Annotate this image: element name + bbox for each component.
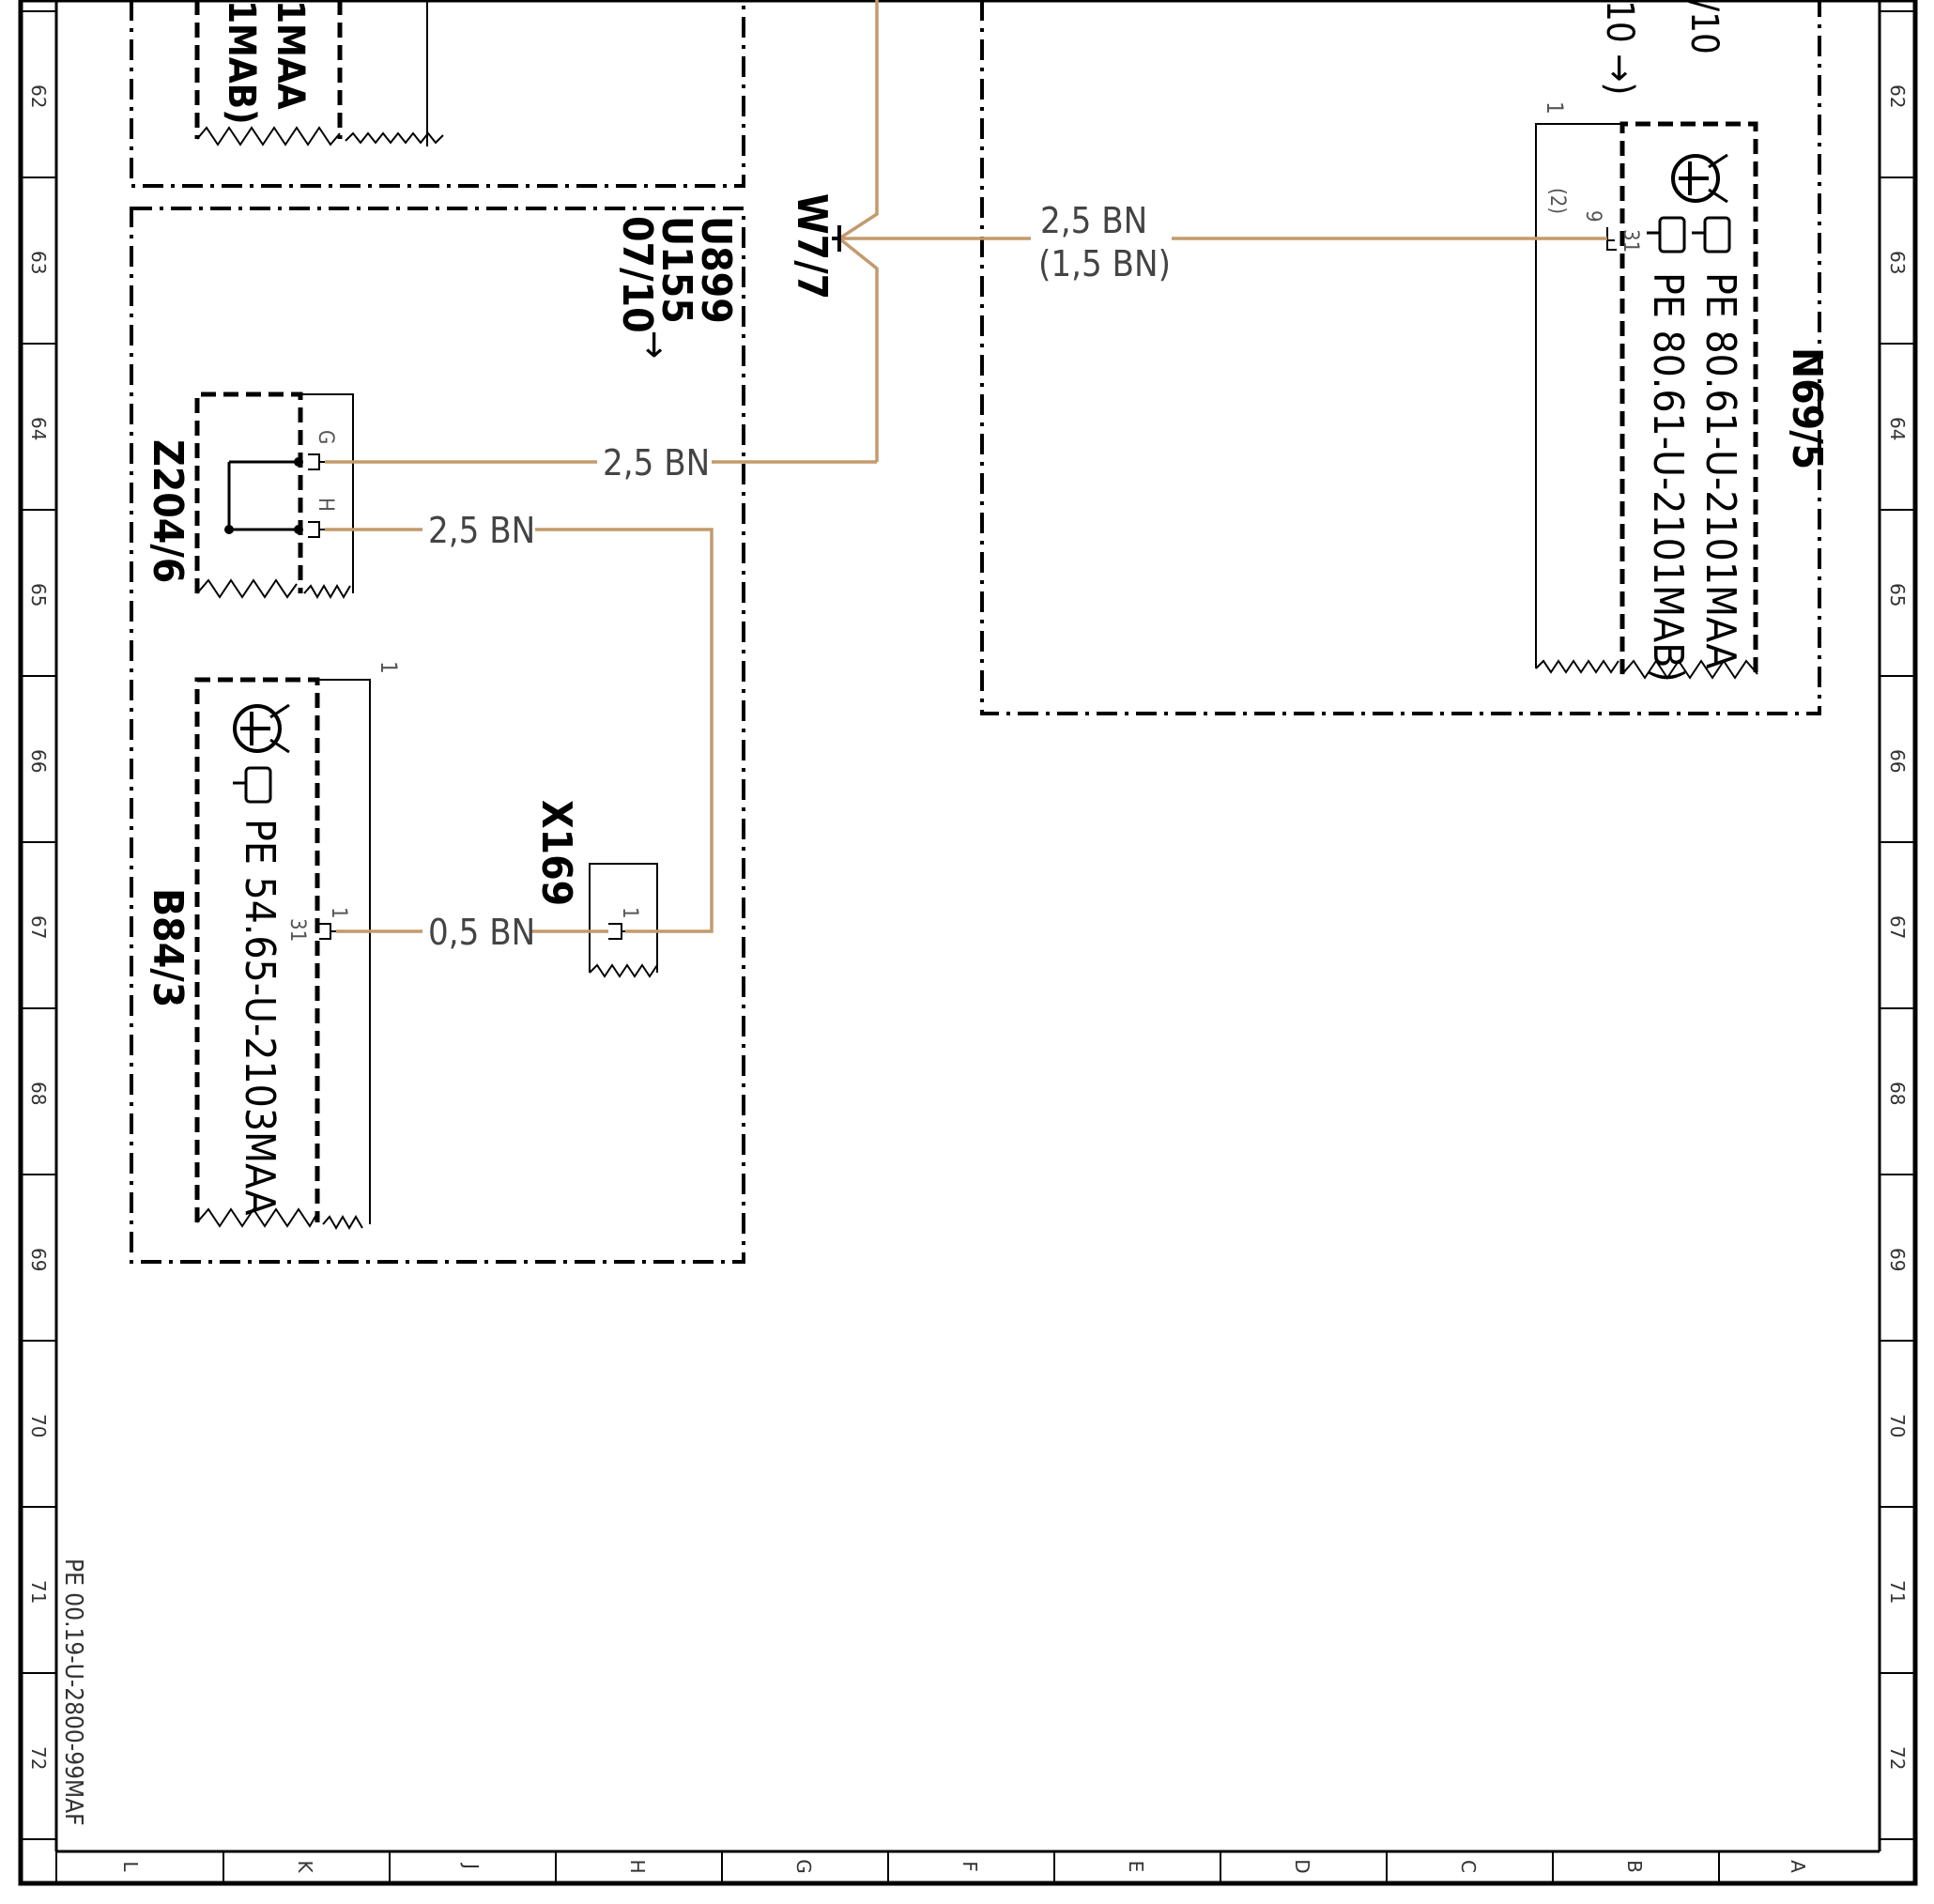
ruler-row-label-left: 69 <box>27 1248 50 1271</box>
b84-component: 1 PE 54.65-U-2103MAA B84/3 31 1 <box>144 661 402 1230</box>
ruler-row-label-right: 68 <box>1886 1082 1909 1105</box>
document-reference: PE 00.19-U-2800-99MAF <box>59 1559 87 1826</box>
top-left-label-2: 1MAB) <box>220 0 263 125</box>
n69-component-id: N69/5 <box>1783 347 1831 469</box>
u899-group: U899 U155 07/10 → G H Z204/6 1 <box>130 207 745 1264</box>
ruler-ticks <box>21 10 1915 1883</box>
u-ref-line-2: U155 <box>652 216 700 324</box>
u-ref-line-3: 07/10 <box>613 216 661 333</box>
wire-label-n69-w7-alt: (1,5 BN) <box>1038 243 1171 284</box>
ruler-row-label-left: 72 <box>27 1746 50 1770</box>
b84-pointing-hand-icon <box>233 766 272 804</box>
ruler-row-label-right: 63 <box>1886 251 1909 274</box>
ruler-row-label-left: 62 <box>27 84 50 108</box>
ruler-row-label-right: 65 <box>1886 583 1909 607</box>
ruler-column-label: G <box>792 1859 815 1874</box>
ruler-column-label: L <box>119 1861 142 1872</box>
wire-trunk-top <box>837 0 879 462</box>
ruler-column-label: J <box>460 1862 483 1869</box>
n69-shield-number: 1 <box>1542 101 1568 115</box>
z204-component-id: Z204/6 <box>144 439 192 583</box>
ruler-column-label: D <box>1291 1859 1313 1873</box>
ruler-labels: 62 62 63 63 64 64 65 65 66 66 67 67 68 68 69 69 70 70 71 71… <box>27 84 1909 1874</box>
z204-pin-h: H <box>314 498 337 512</box>
top-left-component-fragment: 1MAA 1MAB) <box>130 0 745 188</box>
n69-pin-number: 31 <box>1619 229 1642 253</box>
n69-transistor-icon <box>1671 153 1728 204</box>
w7-splice-id: W7/7 <box>788 193 836 299</box>
ruler-row-label-left: 66 <box>27 749 50 773</box>
ruler-row-label-right: 69 <box>1886 1248 1909 1271</box>
x169-connector: 1 X169 <box>532 800 658 978</box>
z204-pin-g: G <box>314 430 337 444</box>
wire-label-x169-b84: 0,5 BN <box>428 912 535 953</box>
b84-component-id: B84/3 <box>144 888 192 1007</box>
ruler-row-label-right: 66 <box>1886 749 1909 773</box>
ruler-row-label-left: 64 <box>27 417 50 440</box>
z204-component: G H Z204/6 <box>144 392 354 599</box>
ruler-column-label: F <box>959 1861 981 1872</box>
ruler-column-label: C <box>1457 1860 1480 1873</box>
wire-label-w7-z204g: 2,5 BN <box>603 442 710 484</box>
ruler-row-label-right: 67 <box>1886 915 1909 939</box>
n69-pin: 9 <box>1581 210 1604 223</box>
ruler-row-label-left: 70 <box>27 1414 50 1437</box>
n69-document-2: PE 80.61-U-2101MAB) <box>1644 272 1692 683</box>
b84-pin-number: 31 <box>285 918 309 942</box>
wire-label-n69-w7: 2,5 BN <box>1040 200 1147 241</box>
n69-pointing-hand-icon <box>1647 216 1731 253</box>
n69-group: /10 10 →) 1 PE 80.61-U-2101MAA PE 80.61-… <box>980 0 1831 715</box>
ruler-column-label: E <box>1125 1861 1147 1873</box>
ruler-row-label-right: 64 <box>1886 417 1909 440</box>
b84-shield-number: 1 <box>376 661 402 674</box>
b84-transistor-icon <box>233 703 290 754</box>
u-ref-line-1: U899 <box>692 216 740 324</box>
wire-z204h <box>325 528 714 933</box>
outer-frame <box>18 0 1918 1886</box>
b84-pin: 1 <box>327 907 350 919</box>
ruler-column-label: H <box>626 1859 649 1873</box>
ruler-row-label-right: 71 <box>1886 1580 1909 1604</box>
top-left-label-1: 1MAA <box>269 0 312 110</box>
ruler-row-label-right: 70 <box>1886 1414 1909 1437</box>
wires: W7/7 2,5 BN (1,5 BN) 2,5 BN 2,5 BN 0,5 B… <box>325 0 1607 953</box>
top-right-label-2: 10 →) <box>1598 0 1641 95</box>
ruler-column-label: B <box>1623 1860 1646 1873</box>
ruler-row-label-right: 72 <box>1886 1746 1909 1770</box>
ruler-column-label: K <box>294 1860 316 1873</box>
top-right-label-1: /10 <box>1682 0 1726 54</box>
b84-document: PE 54.65-U-2103MAA <box>236 819 284 1216</box>
ruler-row-label-left: 68 <box>27 1082 50 1105</box>
ruler-row-label-left: 65 <box>27 583 50 607</box>
ruler-row-label-right: 62 <box>1886 84 1909 108</box>
wire-label-z204h-x169: 2,5 BN <box>428 510 535 551</box>
n69-document-1: PE 80.61-U-2101MAA <box>1696 272 1744 669</box>
x169-component-id: X169 <box>532 800 580 906</box>
ruler-row-label-left: 63 <box>27 251 50 274</box>
n69-pin-alt: (2) <box>1545 188 1569 214</box>
ruler-column-label: A <box>1787 1860 1809 1873</box>
x169-pin: 1 <box>618 907 641 919</box>
u-ref-arrow-icon: → <box>633 330 676 359</box>
ruler-row-label-left: 67 <box>27 915 50 939</box>
ruler-row-label-left: 71 <box>27 1580 50 1604</box>
